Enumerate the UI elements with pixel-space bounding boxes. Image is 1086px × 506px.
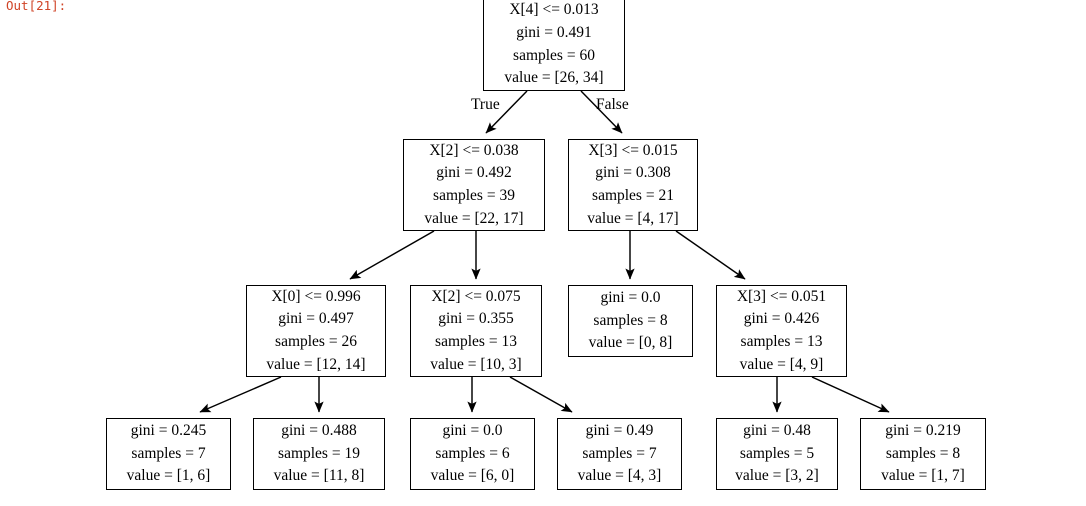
node-line: samples = 21 [592, 187, 674, 204]
node-line: gini = 0.426 [743, 310, 820, 328]
tree-node-n-lr: X[2] <= 0.075 gini = 0.355 samples = 13 val… [410, 285, 542, 377]
node-line: X[2] <= 0.075 [431, 287, 521, 305]
node-line: samples = 13 [740, 333, 823, 350]
node-line: gini = 0.49 [585, 421, 654, 439]
node-line: gini = 0.497 [278, 310, 354, 328]
node-line: value = [4, 17] [587, 209, 679, 227]
node-line: gini = 0.219 [885, 421, 961, 439]
node-line: samples = 5 [739, 444, 815, 462]
tree-node-n-rl: gini = 0.0 samples = 8 value = [0, 8] [568, 285, 693, 357]
node-line: samples = 6 [435, 444, 510, 462]
node-line: value = [22, 17] [424, 209, 524, 227]
tree-node-leaf-1: gini = 0.245 samples = 7 value = [1, 6] [106, 418, 231, 490]
node-line: value = [26, 34] [504, 69, 604, 87]
tree-node-leaf-4: gini = 0.49 samples = 7 value = [4, 3] [557, 418, 682, 490]
tree-node-n-rr: X[3] <= 0.051 gini = 0.426 samples = 13 val… [716, 285, 847, 377]
node-line: samples = 8 [593, 311, 668, 329]
edge-ll-left [199, 376, 282, 413]
node-line: X[0] <= 0.996 [271, 287, 361, 305]
tree-node-n-r: X[3] <= 0.015 gini = 0.308 samples = 21 val… [568, 139, 698, 231]
node-line: value = [1, 7] [881, 467, 965, 485]
node-line: gini = 0.308 [595, 164, 671, 182]
tree-node-leaf-2: gini = 0.488 samples = 19 value = [11, 8] [253, 418, 385, 490]
tree-node-n-l: X[2] <= 0.038 gini = 0.492 samples = 39 val… [403, 139, 545, 231]
node-line: value = [12, 14] [266, 355, 366, 373]
node-line: gini = 0.0 [442, 421, 503, 439]
node-line: samples = 7 [131, 444, 206, 462]
notebook-output-label: Out[21]: [6, 0, 67, 13]
node-line: gini = 0.0 [600, 288, 661, 306]
node-line: value = [4, 9] [739, 355, 824, 373]
node-line: gini = 0.355 [438, 310, 514, 328]
node-line: value = [4, 3] [577, 467, 662, 485]
node-line: X[2] <= 0.038 [429, 141, 519, 159]
node-line: X[3] <= 0.015 [588, 141, 678, 159]
node-line: X[3] <= 0.051 [736, 287, 827, 305]
node-line: samples = 13 [435, 333, 517, 350]
node-line: samples = 26 [275, 333, 357, 350]
node-line: value = [3, 2] [735, 467, 819, 485]
tree-node-leaf-5: gini = 0.48 samples = 5 value = [3, 2] [716, 418, 838, 490]
node-line: value = [6, 0] [430, 467, 515, 485]
node-line: value = [1, 6] [126, 467, 211, 485]
edge-l-left [349, 230, 435, 280]
node-line: samples = 7 [582, 444, 657, 462]
edge-label-false: False [596, 96, 629, 113]
node-line: gini = 0.48 [743, 421, 811, 439]
tree-node-leaf-3: gini = 0.0 samples = 6 value = [6, 0] [410, 418, 535, 490]
node-line: gini = 0.488 [281, 421, 357, 439]
node-line: value = [10, 3] [430, 355, 522, 373]
node-line: X[4] <= 0.013 [509, 1, 599, 19]
node-line: value = [0, 8] [588, 334, 673, 352]
node-line: samples = 8 [885, 444, 961, 462]
tree-node-n-ll: X[0] <= 0.996 gini = 0.497 samples = 26 val… [246, 285, 386, 377]
node-line: samples = 39 [433, 187, 515, 204]
node-line: gini = 0.245 [130, 421, 207, 439]
edge-rr-right [811, 376, 890, 413]
tree-node-root: X[4] <= 0.013 gini = 0.491 samples = 60 val… [483, 0, 625, 91]
edge-r-right [675, 230, 746, 280]
node-line: samples = 19 [278, 444, 360, 462]
node-line: samples = 60 [513, 46, 595, 64]
node-line: gini = 0.491 [516, 23, 592, 41]
node-line: value = [11, 8] [273, 467, 365, 485]
edge-lr-right [509, 376, 573, 413]
tree-node-leaf-6: gini = 0.219 samples = 8 value = [1, 7] [860, 418, 986, 490]
node-line: gini = 0.492 [436, 164, 512, 182]
edge-label-true: True [471, 96, 500, 113]
